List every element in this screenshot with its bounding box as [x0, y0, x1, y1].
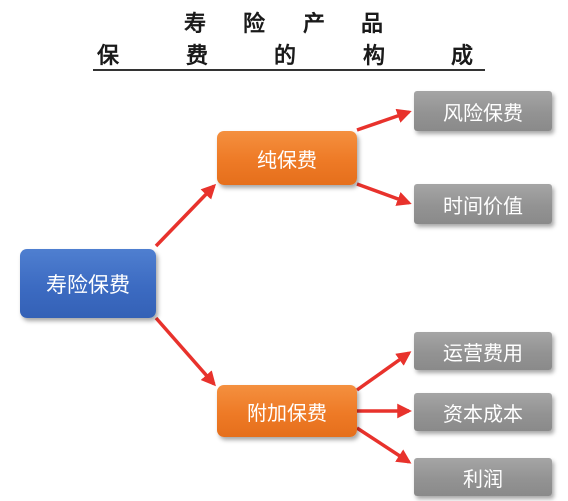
node-label: 利润 — [463, 466, 503, 491]
arrow-pure-to-time-value — [356, 182, 412, 206]
node-operating-cost: 运营费用 — [414, 332, 552, 370]
title-char: 构 — [363, 44, 386, 69]
title-char: 品 — [361, 12, 384, 37]
title-char: 的 — [274, 44, 297, 69]
arrow-loading-to-profit — [356, 426, 412, 464]
arrow-root-to-pure-premium — [154, 183, 217, 248]
title-char: 寿 — [184, 12, 207, 37]
title-char: 保 — [97, 44, 120, 69]
node-pure-premium: 纯保费 — [217, 131, 357, 185]
node-label: 寿险保费 — [46, 272, 130, 297]
node-time-value: 时间价值 — [414, 184, 552, 224]
node-root-life-premium: 寿险保费 — [20, 249, 156, 318]
arrow-root-to-loading-premium — [154, 316, 216, 387]
title-char: 费 — [186, 44, 209, 69]
node-label: 运营费用 — [443, 340, 523, 365]
node-risk-premium: 风险保费 — [414, 91, 552, 131]
node-loading-premium: 附加保费 — [217, 385, 357, 437]
arrow-pure-to-risk-premium — [356, 108, 412, 132]
node-label: 纯保费 — [257, 147, 317, 172]
arrow-loading-to-operating-cost — [355, 351, 412, 392]
node-capital-cost: 资本成本 — [414, 393, 552, 431]
node-profit: 利润 — [414, 458, 552, 496]
title-char: 险 — [243, 12, 266, 37]
title-char: 产 — [303, 12, 326, 37]
title-char: 成 — [451, 44, 474, 69]
title-underline — [93, 69, 485, 71]
node-label: 附加保费 — [247, 400, 327, 425]
node-label: 风险保费 — [443, 100, 523, 125]
node-label: 资本成本 — [443, 401, 523, 426]
node-label: 时间价值 — [443, 193, 523, 218]
